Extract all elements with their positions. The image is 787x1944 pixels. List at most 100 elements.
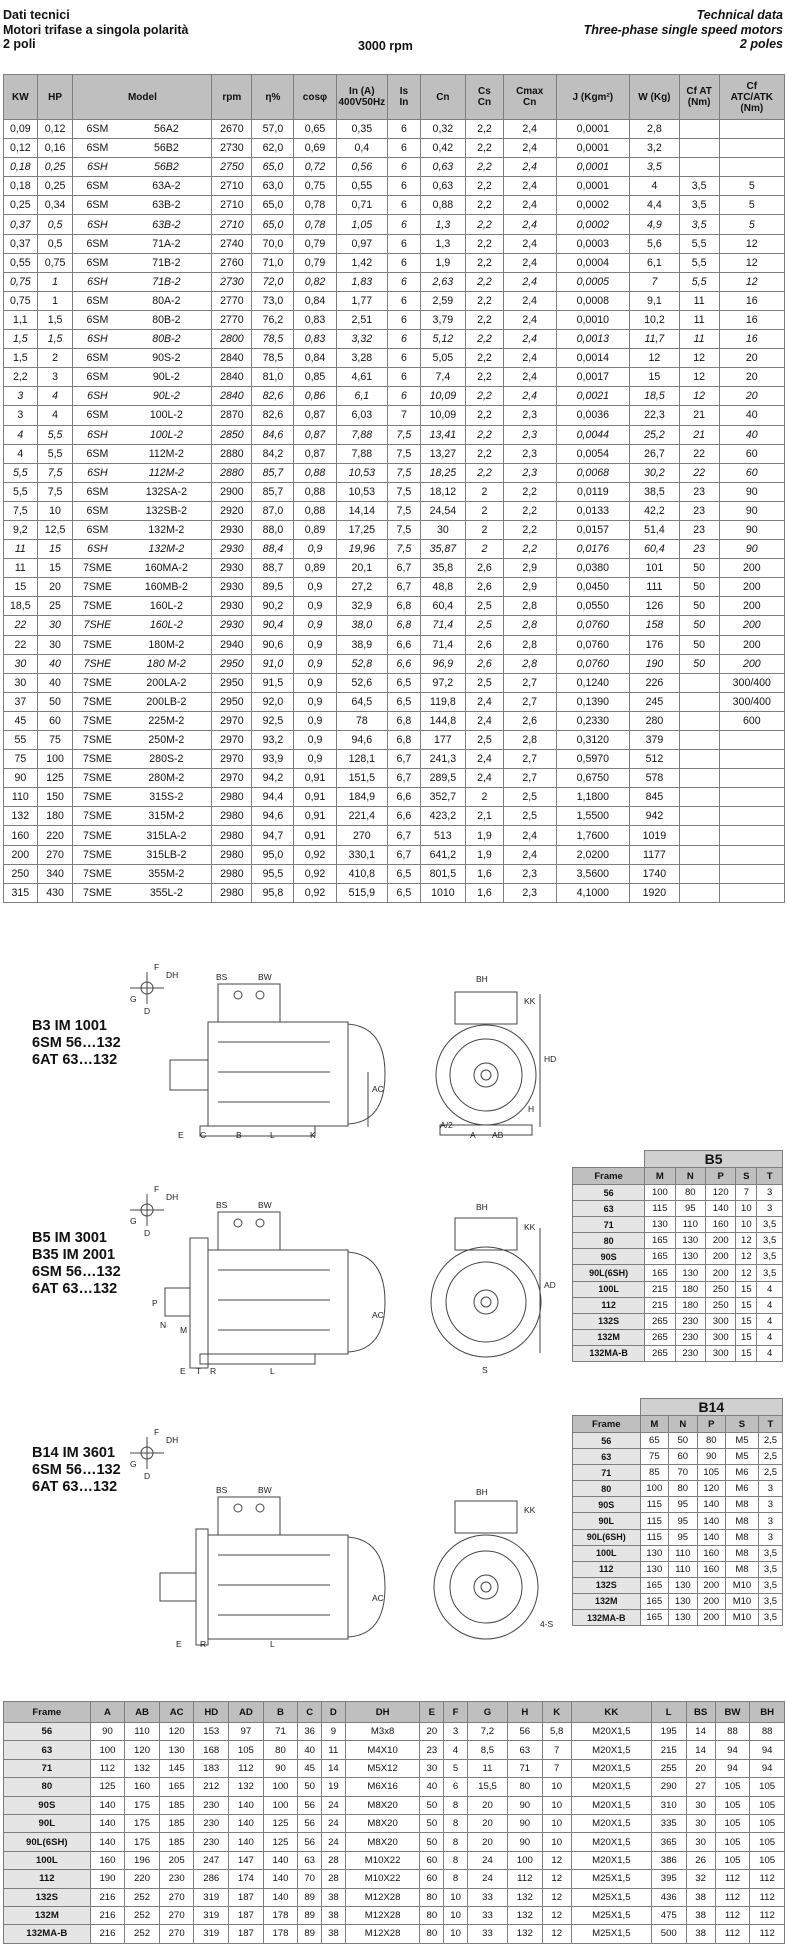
table-cell: 140: [228, 1795, 264, 1815]
table-cell: 38,5: [629, 481, 680, 502]
table-cell: 5,6: [629, 233, 680, 254]
column-header: η%: [251, 74, 295, 120]
table-cell: 0,0005: [555, 271, 631, 292]
table-cell: 0,0021: [555, 386, 631, 407]
table-cell: 2800: [211, 329, 253, 350]
table-cell: 94,6: [251, 806, 295, 827]
table-cell: 10: [541, 1777, 572, 1797]
table-cell: 10,53: [335, 462, 389, 483]
table-cell: 28: [321, 1850, 346, 1871]
table-cell: 57,0: [251, 118, 295, 140]
table-cell: 2,6: [464, 577, 504, 598]
b14-dim-l: L: [270, 1639, 275, 1649]
table-cell: M5: [725, 1448, 759, 1466]
table-cell: 140: [228, 1813, 264, 1834]
table-cell: 90: [718, 481, 786, 502]
table-cell: 0,71: [335, 195, 389, 216]
table-cell: 2980: [211, 787, 253, 808]
table-cell: 38: [321, 1905, 346, 1926]
table-cell: 33: [466, 1905, 509, 1926]
table-cell: 6SM: [72, 252, 122, 273]
table-cell: 30,2: [629, 462, 680, 483]
table-cell: 2,4: [502, 386, 557, 407]
table-cell: [678, 729, 720, 751]
table-cell: 50: [678, 558, 720, 579]
table-cell: 6,8: [387, 710, 421, 732]
b3-dim-e: E: [178, 1130, 184, 1140]
table-cell: 23: [678, 481, 720, 502]
table-cell: 3,5: [757, 1560, 784, 1578]
table-cell: 212: [193, 1777, 230, 1797]
table-cell: 1,5: [36, 309, 74, 331]
table-cell: 2,4: [502, 309, 557, 331]
table-cell: 430: [36, 882, 74, 903]
table-cell: 310: [650, 1795, 687, 1815]
table-cell: 180: [674, 1296, 707, 1314]
table-cell: 10,09: [419, 405, 466, 426]
header-subtitle-it: Motori trifase a singola polarità: [3, 22, 189, 37]
table-cell: 71: [571, 1216, 646, 1234]
table-cell: 6SH: [72, 214, 122, 235]
table-cell: 145: [158, 1758, 195, 1779]
table-cell: 6,6: [387, 634, 421, 655]
table-cell: 16: [718, 309, 786, 331]
table-cell: 3,5: [756, 1248, 783, 1266]
table-cell: [718, 138, 786, 159]
table-cell: 72,0: [251, 271, 295, 292]
table-cell: 2: [464, 481, 504, 502]
table-cell: 2,0200: [555, 844, 631, 865]
table-cell: M8X20: [344, 1832, 421, 1852]
table-cell: 5,05: [419, 348, 466, 369]
table-cell: 14: [685, 1740, 716, 1760]
table-cell: 2930: [211, 539, 253, 560]
table-cell: 0,0008: [555, 290, 631, 311]
table-cell: 132: [507, 1887, 543, 1907]
header-subtitle-en: Three-phase single speed motors: [583, 22, 783, 37]
table-cell: 62,0: [251, 138, 295, 159]
table-cell: 132M-2: [121, 539, 213, 560]
table-cell: 89: [297, 1905, 323, 1926]
table-cell: 0,9: [293, 691, 337, 712]
table-cell: 40: [718, 405, 786, 426]
table-cell: 0,91: [293, 825, 337, 846]
table-cell: M8: [725, 1560, 759, 1578]
table-cell: [678, 749, 720, 770]
table-cell: 2,2: [502, 500, 557, 521]
table-cell: 2670: [211, 118, 253, 140]
table-cell: 90L: [572, 1512, 641, 1530]
table-cell: 2730: [211, 138, 253, 159]
table-cell: 265: [644, 1312, 676, 1330]
table-cell: 7SME: [72, 710, 122, 732]
table-cell: 128,1: [335, 749, 389, 770]
table-cell: 178: [262, 1924, 299, 1944]
table-cell: 14: [321, 1758, 346, 1779]
b14-motor-body: [207, 1534, 349, 1640]
table-cell: 16: [718, 329, 786, 350]
table-cell: [718, 844, 786, 865]
table-cell: 89: [297, 1924, 323, 1944]
table-cell: 3,5: [757, 1592, 784, 1611]
table-cell: 175: [124, 1832, 160, 1852]
table-cell: 801,5: [419, 863, 466, 884]
table-cell: M10: [725, 1576, 759, 1594]
table-cell: M20X1,5: [570, 1777, 652, 1797]
table-cell: 200: [696, 1576, 727, 1594]
table-cell: 2930: [211, 577, 253, 598]
table-cell: 5,8: [541, 1721, 572, 1742]
table-cell: 12: [678, 367, 720, 388]
table-cell: 2,5: [502, 806, 557, 827]
table-cell: 56B2: [121, 138, 213, 159]
table-cell: 2,5: [464, 672, 504, 693]
b3-shaft-detail: [130, 972, 164, 1004]
table-cell: M5X12: [344, 1758, 421, 1779]
b3-dim-l: L: [270, 1130, 275, 1140]
table-cell: 3,5: [678, 176, 720, 197]
table-cell: 0,55: [3, 252, 38, 273]
